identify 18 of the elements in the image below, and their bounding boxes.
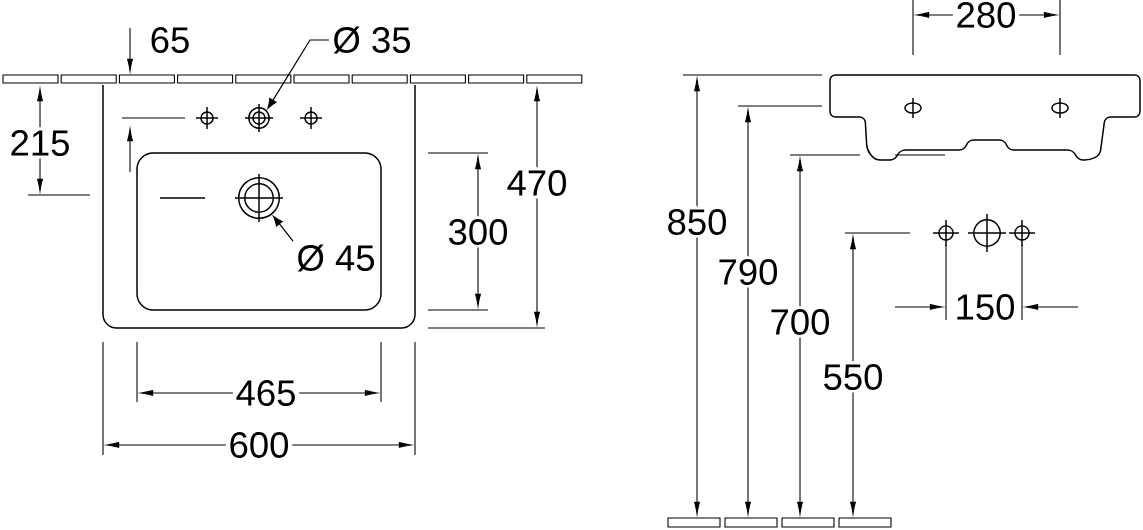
leader-line (273, 215, 294, 242)
dimension-label: 300 (444, 216, 512, 248)
dimension-label: 215 (6, 127, 74, 159)
dimension-label: 465 (232, 377, 300, 409)
dimension-label: 550 (819, 361, 887, 393)
dimension-label: 600 (225, 429, 293, 461)
hole-outline (248, 107, 270, 129)
dimension-label: 150 (957, 294, 1014, 320)
dimension-label: 850 (663, 206, 731, 238)
leader-line (267, 39, 330, 109)
dimension-label: 790 (714, 256, 782, 288)
dimension-label: Ø 45 (297, 244, 374, 272)
dimension-label: Ø 35 (333, 26, 410, 54)
dimension-label: 280 (952, 0, 1020, 31)
hole-outline (237, 176, 281, 220)
dimension-label: 700 (766, 306, 834, 338)
dimension-label: 470 (503, 167, 571, 199)
dimension-label: 65 (151, 27, 189, 53)
